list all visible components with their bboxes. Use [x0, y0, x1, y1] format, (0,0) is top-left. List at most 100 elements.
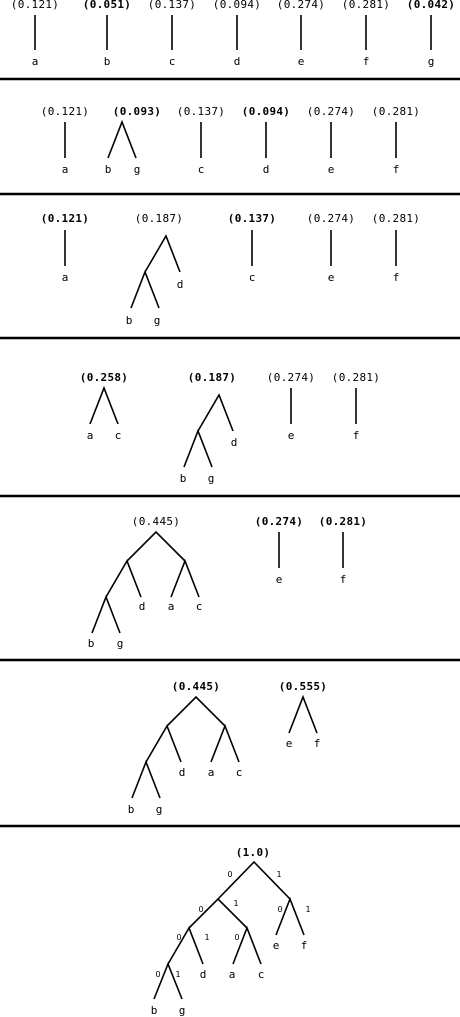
step-2: (0.121) a (0.093) b g (0.137) c (0.094) … [41, 105, 420, 176]
branch-bit: 0 [227, 870, 232, 879]
leaf-label: d [200, 968, 207, 981]
leaf-label: c [249, 271, 256, 284]
branch [288, 694, 318, 734]
branch-bit: 0 [176, 933, 181, 942]
branch-bit: 1 [305, 905, 310, 914]
tree-weight: (0.274) [307, 212, 355, 225]
leaf-label: f [353, 429, 360, 442]
tree-weight: (0.281) [342, 0, 390, 11]
branch-bit: 1 [233, 899, 238, 908]
leaf-label: c [169, 55, 176, 68]
leaf-label: e [328, 271, 335, 284]
leaf-label: e [276, 573, 283, 586]
leaf-label: e [273, 939, 280, 952]
leaf-label: e [288, 429, 295, 442]
tree-weight: (0.274) [267, 371, 315, 384]
leaf-label: b [105, 163, 112, 176]
tree-weight: (0.137) [177, 105, 225, 118]
branch-bit: 1 [204, 933, 209, 942]
tree-weight: (0.094) [213, 0, 261, 11]
tree-weight: (0.042) [407, 0, 455, 11]
branch [126, 530, 186, 562]
tree-weight: (0.445) [132, 515, 180, 528]
branch-bit: 1 [175, 970, 180, 979]
leaf-label: c [198, 163, 205, 176]
step-6: (0.445) b g d a c (0.555) e f [128, 680, 327, 816]
branch [131, 759, 161, 799]
leaf-label: g [154, 314, 161, 327]
leaf-label: f [301, 939, 308, 952]
leaf-label: b [126, 314, 133, 327]
leaf-label: a [62, 163, 69, 176]
branch [188, 897, 248, 929]
branch-bit: 0 [234, 933, 239, 942]
branch [145, 724, 182, 763]
step-3: (0.121) a (0.187) b g d (0.137) c (0.274… [41, 212, 420, 327]
tree-weight: (0.281) [372, 212, 420, 225]
leaf-label: f [340, 573, 347, 586]
branch [217, 860, 291, 900]
leaf-label: g [117, 637, 124, 650]
leaf-label: f [393, 163, 400, 176]
tree-weight: (0.274) [277, 0, 325, 11]
branch-bit: 0 [155, 970, 160, 979]
leaf-label: g [134, 163, 141, 176]
branch [144, 234, 181, 273]
leaf-label: d [263, 163, 270, 176]
leaf-label: d [179, 766, 186, 779]
leaf-label: b [151, 1004, 158, 1017]
leaf-label: b [128, 803, 135, 816]
tree-weight: (0.187) [135, 212, 183, 225]
tree-weight: (0.051) [83, 0, 131, 11]
tree-weight: (0.187) [188, 371, 236, 384]
branch [275, 896, 305, 936]
branch [170, 558, 200, 598]
leaf-label: b [180, 472, 187, 485]
leaf-label: e [286, 737, 293, 750]
branch [130, 269, 160, 309]
tree-weight: (0.281) [319, 515, 367, 528]
leaf-label: c [196, 600, 203, 613]
tree-weight: (0.093) [113, 105, 161, 118]
branch-bit: 0 [198, 905, 203, 914]
leaf-label: g [156, 803, 163, 816]
leaf-label: b [104, 55, 111, 68]
leaf-label: e [328, 163, 335, 176]
tree-weight: (0.094) [242, 105, 290, 118]
tree-weight: (0.121) [41, 105, 89, 118]
tree-weight: (0.281) [332, 371, 380, 384]
branch [197, 393, 234, 432]
tree-weight: (0.445) [172, 680, 220, 693]
branch [105, 559, 142, 598]
leaf-label: c [115, 429, 122, 442]
leaf-label: f [314, 737, 321, 750]
branch-bit: 0 [277, 905, 282, 914]
tree-weight: (0.274) [307, 105, 355, 118]
leaf-label: a [87, 429, 94, 442]
tree-weight: (0.274) [255, 515, 303, 528]
leaf-label: f [393, 271, 400, 284]
leaf-label: e [298, 55, 305, 68]
leaf-label: d [231, 436, 238, 449]
leaf-label: g [428, 55, 435, 68]
leaf-label: g [179, 1004, 186, 1017]
leaf-label: a [168, 600, 175, 613]
step-4: (0.258) a c (0.187) b g d (0.274) e (0.2… [80, 371, 380, 485]
leaf-label: d [234, 55, 241, 68]
leaf-label: c [236, 766, 243, 779]
step-7: (1.0) 0 1 0 1 0 1 0 1 0 0 1 b g d a c e … [151, 846, 311, 1017]
leaf-label: b [88, 637, 95, 650]
branch [183, 428, 213, 468]
tree-weight: (0.121) [11, 0, 59, 11]
leaf-label: a [62, 271, 69, 284]
tree-weight: (0.137) [148, 0, 196, 11]
leaf-label: c [258, 968, 265, 981]
tree-weight: (0.555) [279, 680, 327, 693]
tree-weight: (0.281) [372, 105, 420, 118]
branch [210, 723, 240, 763]
branch [166, 695, 226, 727]
tree-weight: (0.258) [80, 371, 128, 384]
leaf-label: g [208, 472, 215, 485]
branch [89, 385, 119, 425]
